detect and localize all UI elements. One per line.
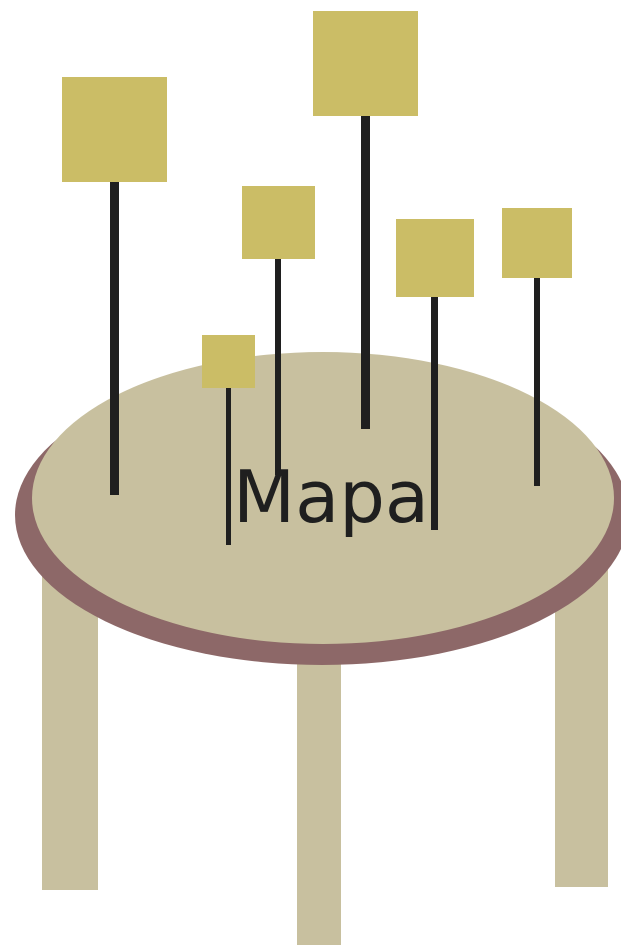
pin-head-5 xyxy=(396,219,474,297)
map-label: Mapa xyxy=(233,455,429,539)
table-top xyxy=(32,352,614,644)
pin-stick-4 xyxy=(226,386,231,545)
pin-head-1 xyxy=(62,77,167,182)
pin-stick-3 xyxy=(275,257,281,475)
pin-stick-5 xyxy=(431,295,438,530)
table-leg-right xyxy=(555,555,608,887)
table-legs xyxy=(42,555,608,945)
pin-stick-6 xyxy=(534,276,540,486)
pin-stick-1 xyxy=(110,180,119,495)
pin-stick-2 xyxy=(361,114,370,429)
pin-head-2 xyxy=(313,11,418,116)
table-leg-left xyxy=(42,560,98,890)
pin-head-6 xyxy=(502,208,572,278)
pin-sticks xyxy=(110,114,540,545)
table-leg-center xyxy=(297,640,341,945)
pin-heads xyxy=(62,11,572,388)
pin-head-3 xyxy=(242,186,315,259)
pin-head-4 xyxy=(202,335,255,388)
